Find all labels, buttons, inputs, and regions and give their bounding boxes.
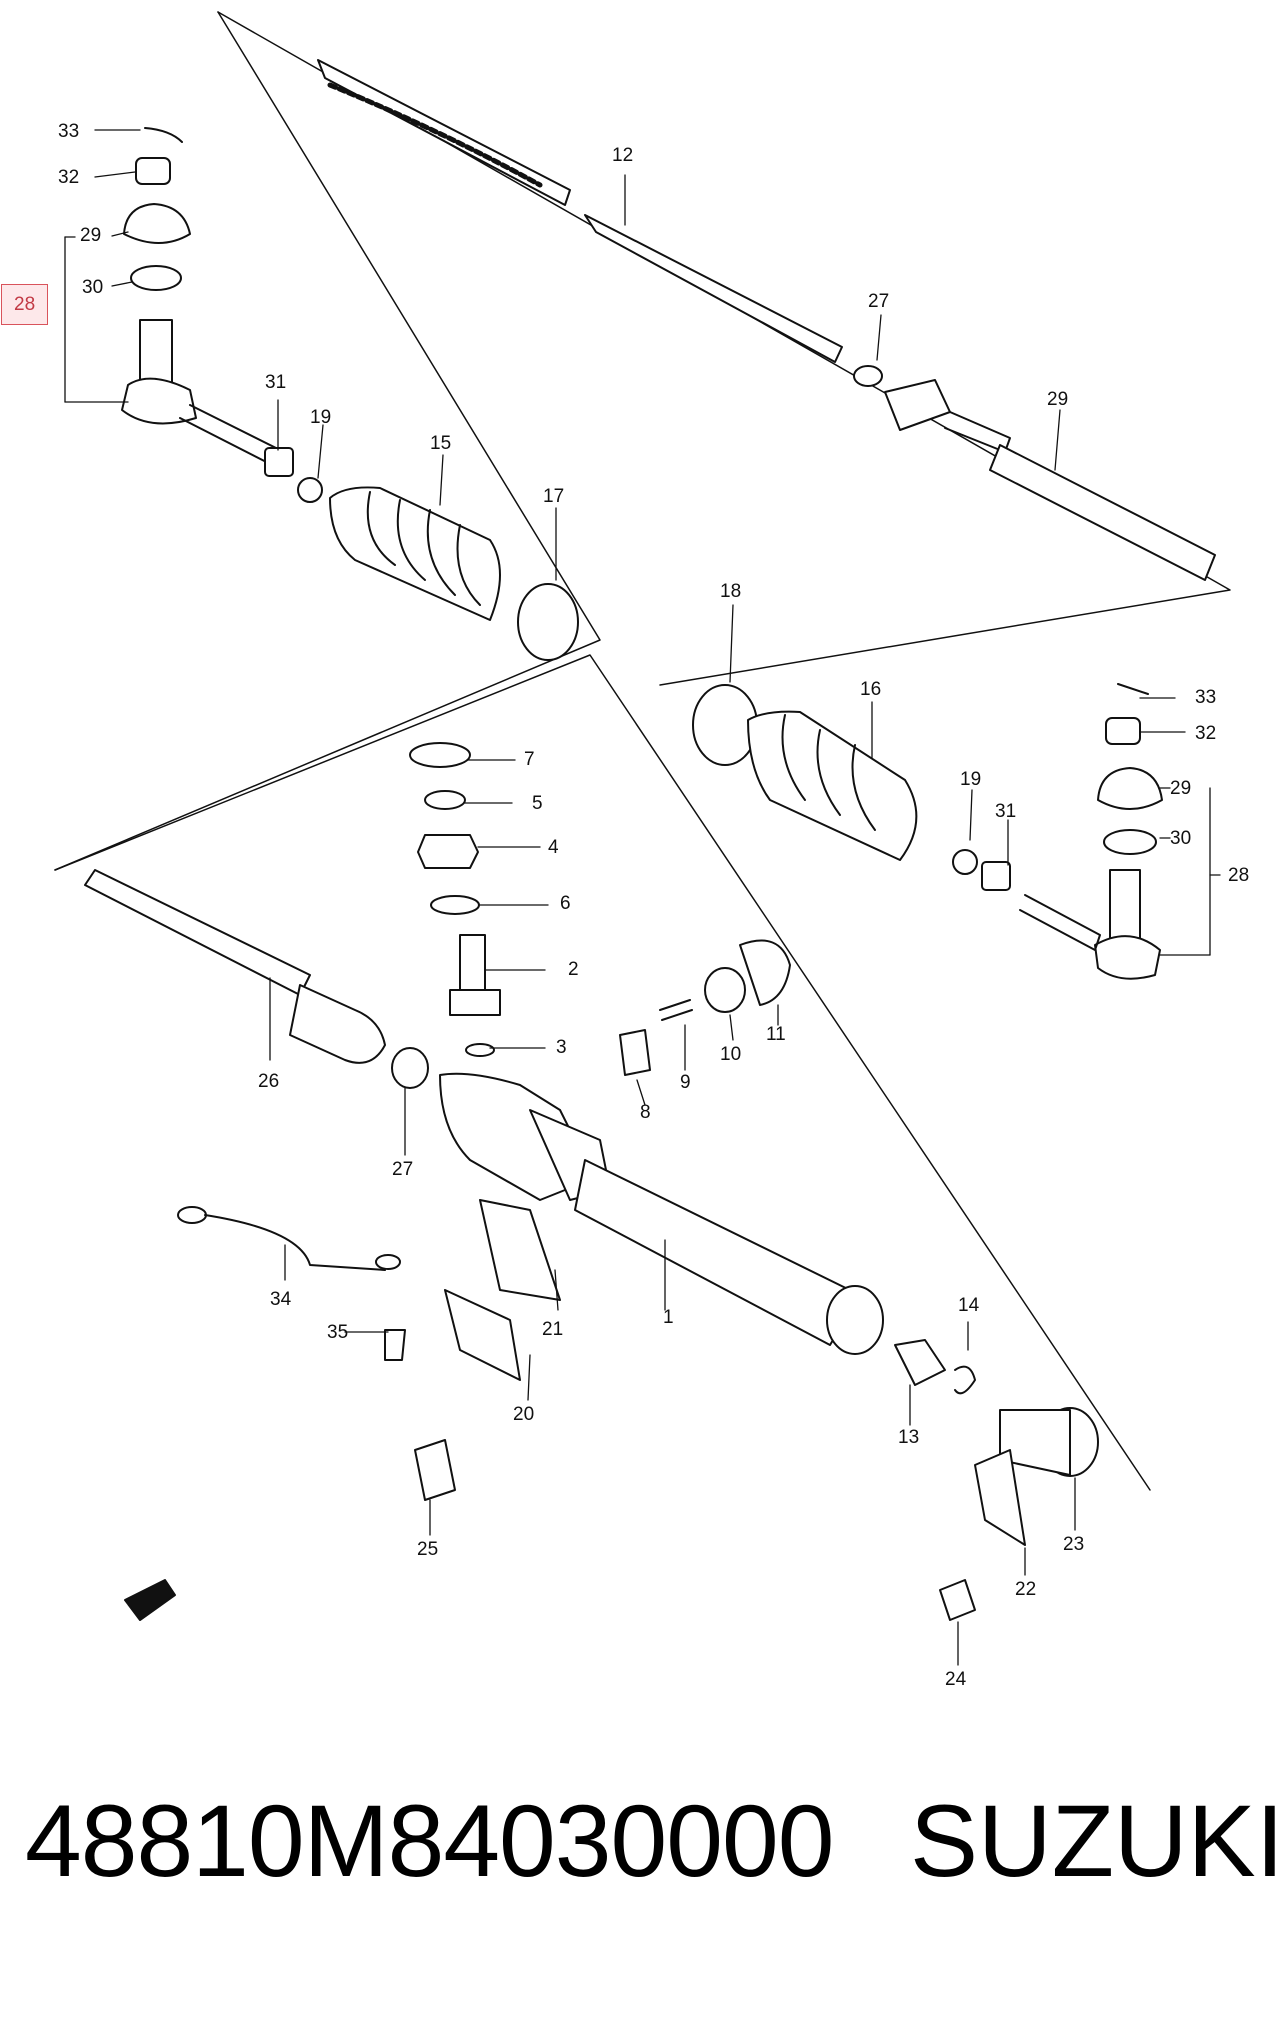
label-33: 33 — [58, 121, 80, 142]
group-boundary-lines — [54, 11, 1231, 1491]
label-29: 29 — [1047, 389, 1069, 410]
tie-rod-end-left — [121, 127, 323, 503]
label-20: 20 — [513, 1404, 535, 1425]
brand-name: SUZUKI — [910, 1784, 1278, 1898]
boot-16 — [692, 684, 918, 861]
parts-diagram-drawing — [54, 11, 1231, 1666]
label-16: 16 — [860, 679, 882, 700]
label-5: 5 — [532, 793, 543, 814]
label-28: 28 — [1228, 865, 1250, 886]
label-31: 31 — [265, 372, 287, 393]
label-32: 32 — [58, 167, 80, 188]
label-18: 18 — [720, 581, 742, 602]
label-31: 31 — [995, 801, 1017, 822]
label-29: 29 — [1170, 778, 1192, 799]
label-2: 2 — [568, 959, 579, 980]
label-11: 11 — [766, 1024, 786, 1045]
label-34: 34 — [270, 1289, 292, 1310]
label-21: 21 — [542, 1319, 564, 1340]
tie-rod-end-right — [952, 683, 1163, 980]
label-23: 23 — [1063, 1534, 1085, 1555]
label-32: 32 — [1195, 723, 1217, 744]
label-22: 22 — [1015, 1579, 1037, 1600]
parts-diagram: 33 32 29 30 28 31 19 15 17 12 27 29 18 1… — [1, 11, 1250, 1690]
label-1: 1 — [663, 1307, 674, 1328]
label-28-highlighted[interactable]: 28 — [1, 284, 49, 325]
leader-lines — [64, 129, 1221, 1666]
label-8: 8 — [640, 1102, 651, 1123]
right-mount-parts — [894, 1339, 1099, 1621]
label-10: 10 — [720, 1044, 742, 1065]
inner-tie-rod-29-upper — [853, 365, 1216, 581]
label-12: 12 — [612, 145, 634, 166]
label-17: 17 — [543, 486, 565, 507]
label-7: 7 — [524, 749, 535, 770]
label-27: 27 — [392, 1159, 414, 1180]
label-6: 6 — [560, 893, 571, 914]
label-35: 35 — [327, 1322, 349, 1343]
label-24: 24 — [945, 1669, 967, 1690]
label-4: 4 — [548, 837, 559, 858]
label-19: 19 — [960, 769, 982, 790]
label-25: 25 — [417, 1539, 439, 1560]
label-33: 33 — [1195, 687, 1217, 708]
label-13: 13 — [898, 1427, 920, 1448]
rack-housing-1 — [439, 1072, 884, 1355]
label-19: 19 — [310, 407, 332, 428]
harness-and-mounts — [124, 1199, 561, 1621]
label-30: 30 — [1170, 828, 1192, 849]
label-9: 9 — [680, 1072, 691, 1093]
boot-15 — [329, 486, 579, 661]
label-27: 27 — [868, 291, 890, 312]
pinion-stack — [409, 742, 501, 1057]
label-30: 30 — [82, 277, 104, 298]
label-26: 26 — [258, 1071, 280, 1092]
rack-guide-parts — [619, 939, 791, 1076]
label-14: 14 — [958, 1295, 980, 1316]
label-29: 29 — [80, 225, 102, 246]
part-number: 48810M84030000 — [25, 1784, 834, 1898]
rack-bar-12 — [317, 59, 843, 363]
label-15: 15 — [430, 433, 452, 454]
inner-tie-rod-26 — [84, 869, 429, 1089]
caption: 48810M84030000 SUZUKI — [0, 1790, 1278, 1940]
label-3: 3 — [556, 1037, 567, 1058]
